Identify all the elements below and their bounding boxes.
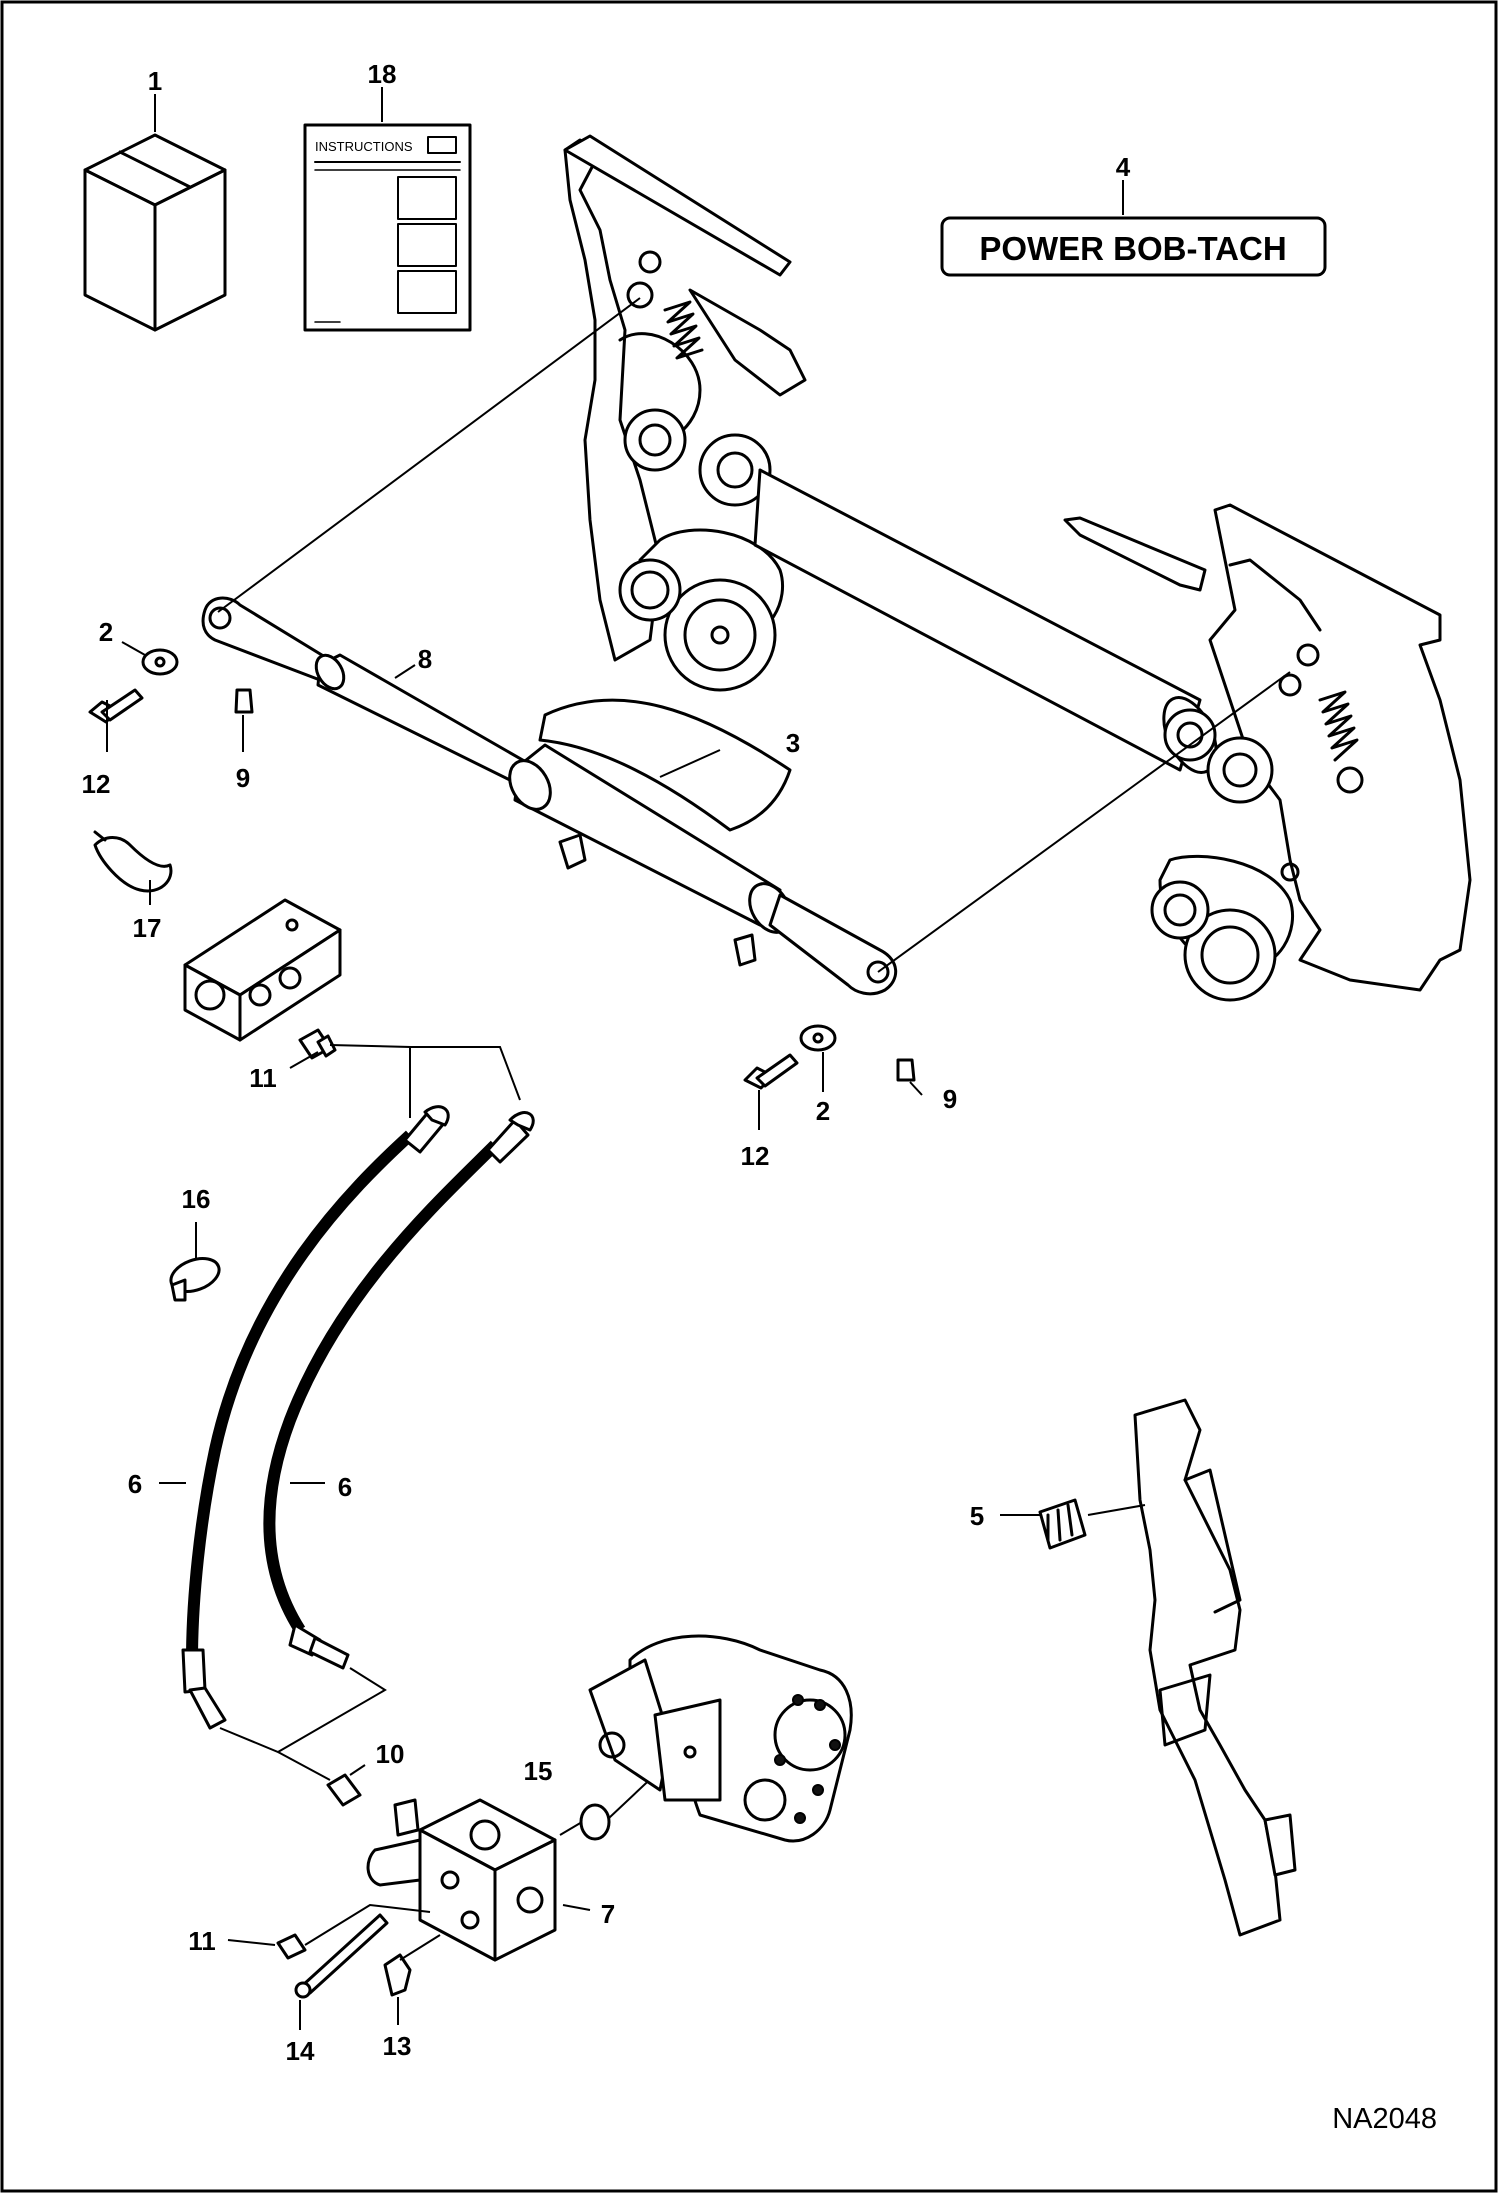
callout-14: 14 [286,2036,315,2066]
callout-3: 3 [786,728,800,758]
elbow-fitting-13 [383,1934,441,1997]
grease-fitting-right [896,1058,916,1082]
cylinder-shield [538,698,792,832]
bolt-right [743,1053,799,1090]
tube-14 [294,1913,389,1999]
bob-tach-frame [563,134,807,692]
part-box [83,133,227,332]
callout-2-left: 2 [99,617,113,647]
instructions-title: INSTRUCTIONS [315,139,413,154]
hose-clamp [93,830,173,893]
callout-6-inner: 6 [338,1472,352,1502]
callout-11-lower: 11 [188,1926,216,1956]
diverter-valve [366,1798,557,1962]
washer-right [799,1024,837,1052]
callout-4: 4 [1116,152,1131,182]
callout-2-right: 2 [816,1096,830,1126]
callout-11-upper: 11 [249,1063,277,1093]
callout-8: 8 [418,644,432,674]
control-handle [1133,1398,1297,1937]
hose-leader-lines [219,1044,521,1781]
bolt-left [88,688,144,724]
cable-tie [169,1257,221,1302]
callout-1: 1 [148,66,162,96]
bob-tach-frame-right [1063,503,1472,1002]
assembly-lines [217,297,1291,973]
callout-9-left: 9 [236,763,250,793]
power-bob-tach-decal: POWER BOB-TACH [940,216,1327,277]
toggle-switch [1038,1498,1087,1550]
callout-12-right: 12 [741,1141,770,1171]
callout-16: 16 [182,1184,211,1214]
callout-13: 13 [383,2031,412,2061]
callout-7: 7 [601,1899,615,1929]
callout-17: 17 [133,913,162,943]
callout-12-left: 12 [82,769,111,799]
grease-fitting-left [234,688,254,714]
callout-6-outer: 6 [128,1469,142,1499]
callout-15: 15 [524,1756,553,1786]
adapter-fitting-11-lower [276,1903,431,1960]
washer-left [141,648,179,676]
hydraulic-hose-outer [181,1105,450,1730]
decal-text: POWER BOB-TACH [979,230,1286,267]
callout-9-right: 9 [943,1084,957,1114]
drawing-number: NA2048 [1332,2103,1437,2135]
callout-labels: 1 18 4 2 8 3 12 9 17 11 2 9 12 16 6 6 5 … [82,59,1131,2066]
callout-5: 5 [970,1501,984,1531]
hydraulic-hose-inner [263,1111,535,1670]
callout-leaders [106,87,1146,2030]
instructions-sheet: INSTRUCTIONS [303,123,472,332]
hydraulic-cylinder [201,596,898,996]
adapter-fitting-upper [298,1028,337,1060]
callout-18: 18 [368,59,397,89]
callout-10: 10 [376,1739,405,1769]
hydraulic-pump [588,1634,853,1843]
cross-tube [753,468,1218,774]
adapter-fitting-lower [326,1773,362,1807]
manifold-block [183,898,342,1042]
